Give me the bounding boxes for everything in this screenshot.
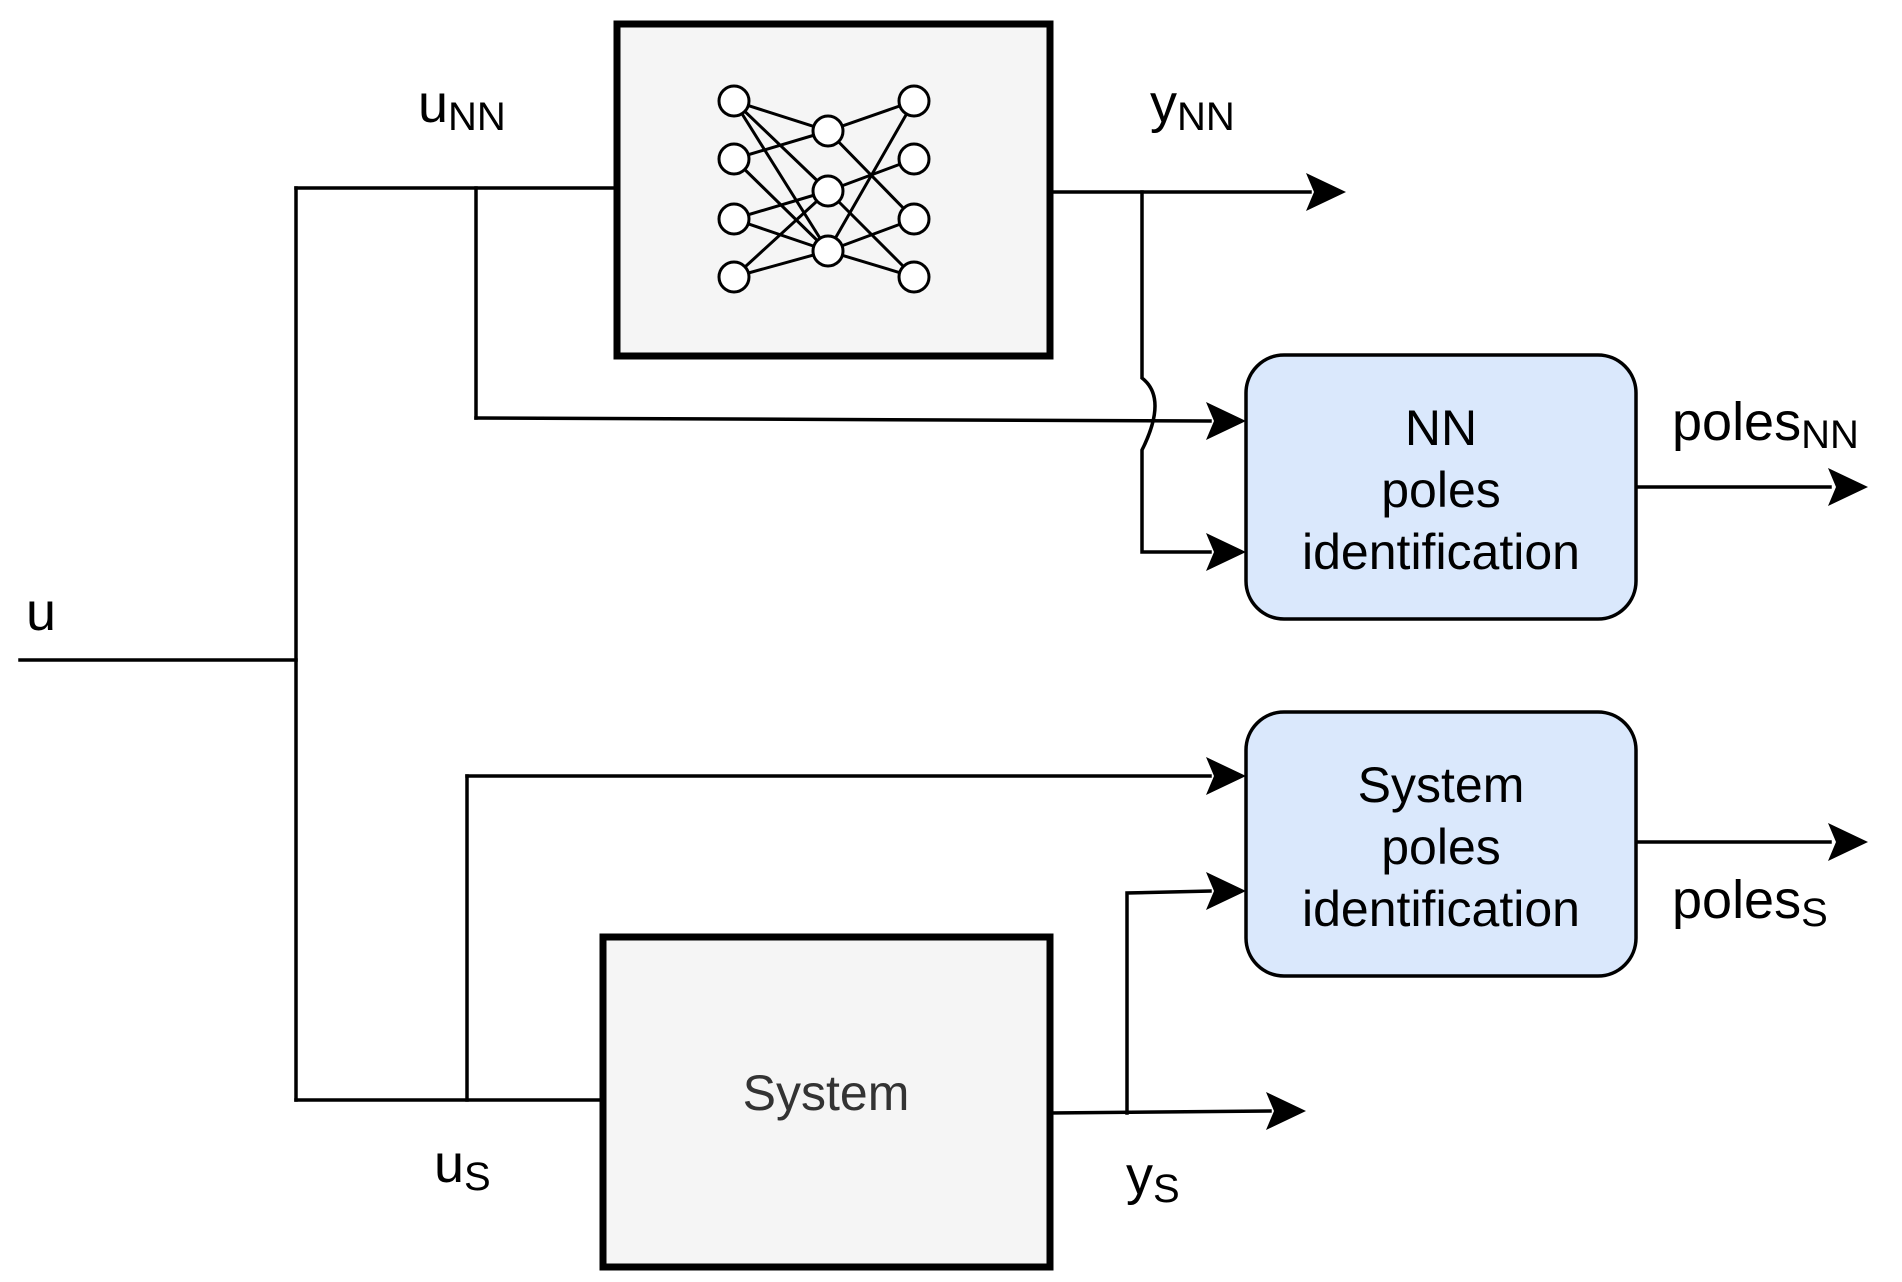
- neural-network-block: [613, 20, 1054, 360]
- system-poles-label-line1: System: [1358, 757, 1525, 813]
- nn-poles-box: [1244, 353, 1638, 621]
- wire-y-s-to-poles: [1125, 889, 1212, 1115]
- arrowhead-poles-nn: [1828, 468, 1868, 506]
- label-u-nn: uNN: [418, 74, 506, 139]
- label-u-s-sub: S: [464, 1155, 491, 1199]
- label-poles-s-base: poles: [1672, 870, 1801, 930]
- nn-input-node: [717, 84, 751, 118]
- label-y-s-sub: S: [1153, 1167, 1180, 1211]
- signal-labels: u uNN yNN polesNN polesS uS yS: [26, 74, 1859, 1211]
- wire-u-nn-to-poles: [474, 416, 1212, 423]
- label-y-nn-base: y: [1150, 74, 1177, 134]
- label-u-s: uS: [434, 1134, 491, 1199]
- arrowhead-u-nn-poles: [1206, 402, 1246, 440]
- system-box: [599, 933, 1054, 1271]
- label-y-s: yS: [1126, 1146, 1180, 1211]
- nn-poles-label-line3: identification: [1302, 524, 1580, 580]
- nn-output-node: [897, 84, 931, 118]
- label-u: u: [26, 582, 56, 642]
- label-y-nn: yNN: [1150, 74, 1235, 139]
- label-y-nn-sub: NN: [1177, 95, 1235, 139]
- label-poles-nn-base: poles: [1672, 392, 1801, 452]
- wires: [18, 186, 1832, 1115]
- label-poles-s-sub: S: [1801, 891, 1828, 935]
- system-label: System: [743, 1065, 910, 1121]
- nn-input-node: [717, 260, 751, 294]
- system-poles-label-line2: poles: [1381, 819, 1501, 875]
- wire-y-s: [1048, 1109, 1272, 1115]
- arrowhead-y-nn-poles: [1206, 533, 1246, 571]
- arrowhead-y-s-poles: [1206, 872, 1246, 910]
- nn-hidden-node: [811, 114, 845, 148]
- nn-hidden-node: [811, 234, 845, 268]
- label-u-text: u: [26, 582, 56, 642]
- arrowhead-y-s: [1266, 1092, 1306, 1130]
- arrowheads: [1206, 173, 1868, 1130]
- nn-poles-label-line2: poles: [1381, 462, 1501, 518]
- system-poles-identification-block: System poles identification: [1244, 710, 1638, 978]
- label-u-nn-base: u: [418, 74, 448, 134]
- label-u-nn-sub: NN: [448, 95, 506, 139]
- label-poles-nn: polesNN: [1672, 392, 1859, 457]
- wire-y-nn-to-poles: [1140, 190, 1212, 554]
- nn-input-node: [717, 202, 751, 236]
- nn-output-node: [897, 142, 931, 176]
- nn-output-node: [897, 202, 931, 236]
- label-poles-s: polesS: [1672, 870, 1828, 935]
- system-block: System: [599, 933, 1054, 1271]
- label-y-s-base: y: [1126, 1146, 1153, 1206]
- nn-input-node: [717, 142, 751, 176]
- arrowhead-u-s-poles: [1206, 757, 1246, 795]
- nn-poles-label-line1: NN: [1405, 400, 1477, 456]
- system-poles-label-line3: identification: [1302, 881, 1580, 937]
- nn-output-node: [897, 260, 931, 294]
- neural-network-icon: [717, 84, 931, 294]
- arrowhead-poles-s: [1828, 823, 1868, 861]
- nn-edge: [732, 189, 830, 279]
- nn-edge: [732, 100, 830, 252]
- system-poles-box: [1244, 710, 1638, 978]
- arrowhead-y-nn: [1306, 173, 1346, 211]
- nn-hidden-node: [811, 174, 845, 208]
- label-poles-nn-sub: NN: [1801, 413, 1859, 457]
- nn-edge: [826, 100, 916, 252]
- label-u-s-base: u: [434, 1134, 464, 1194]
- nn-poles-identification-block: NN poles identification: [1244, 353, 1638, 621]
